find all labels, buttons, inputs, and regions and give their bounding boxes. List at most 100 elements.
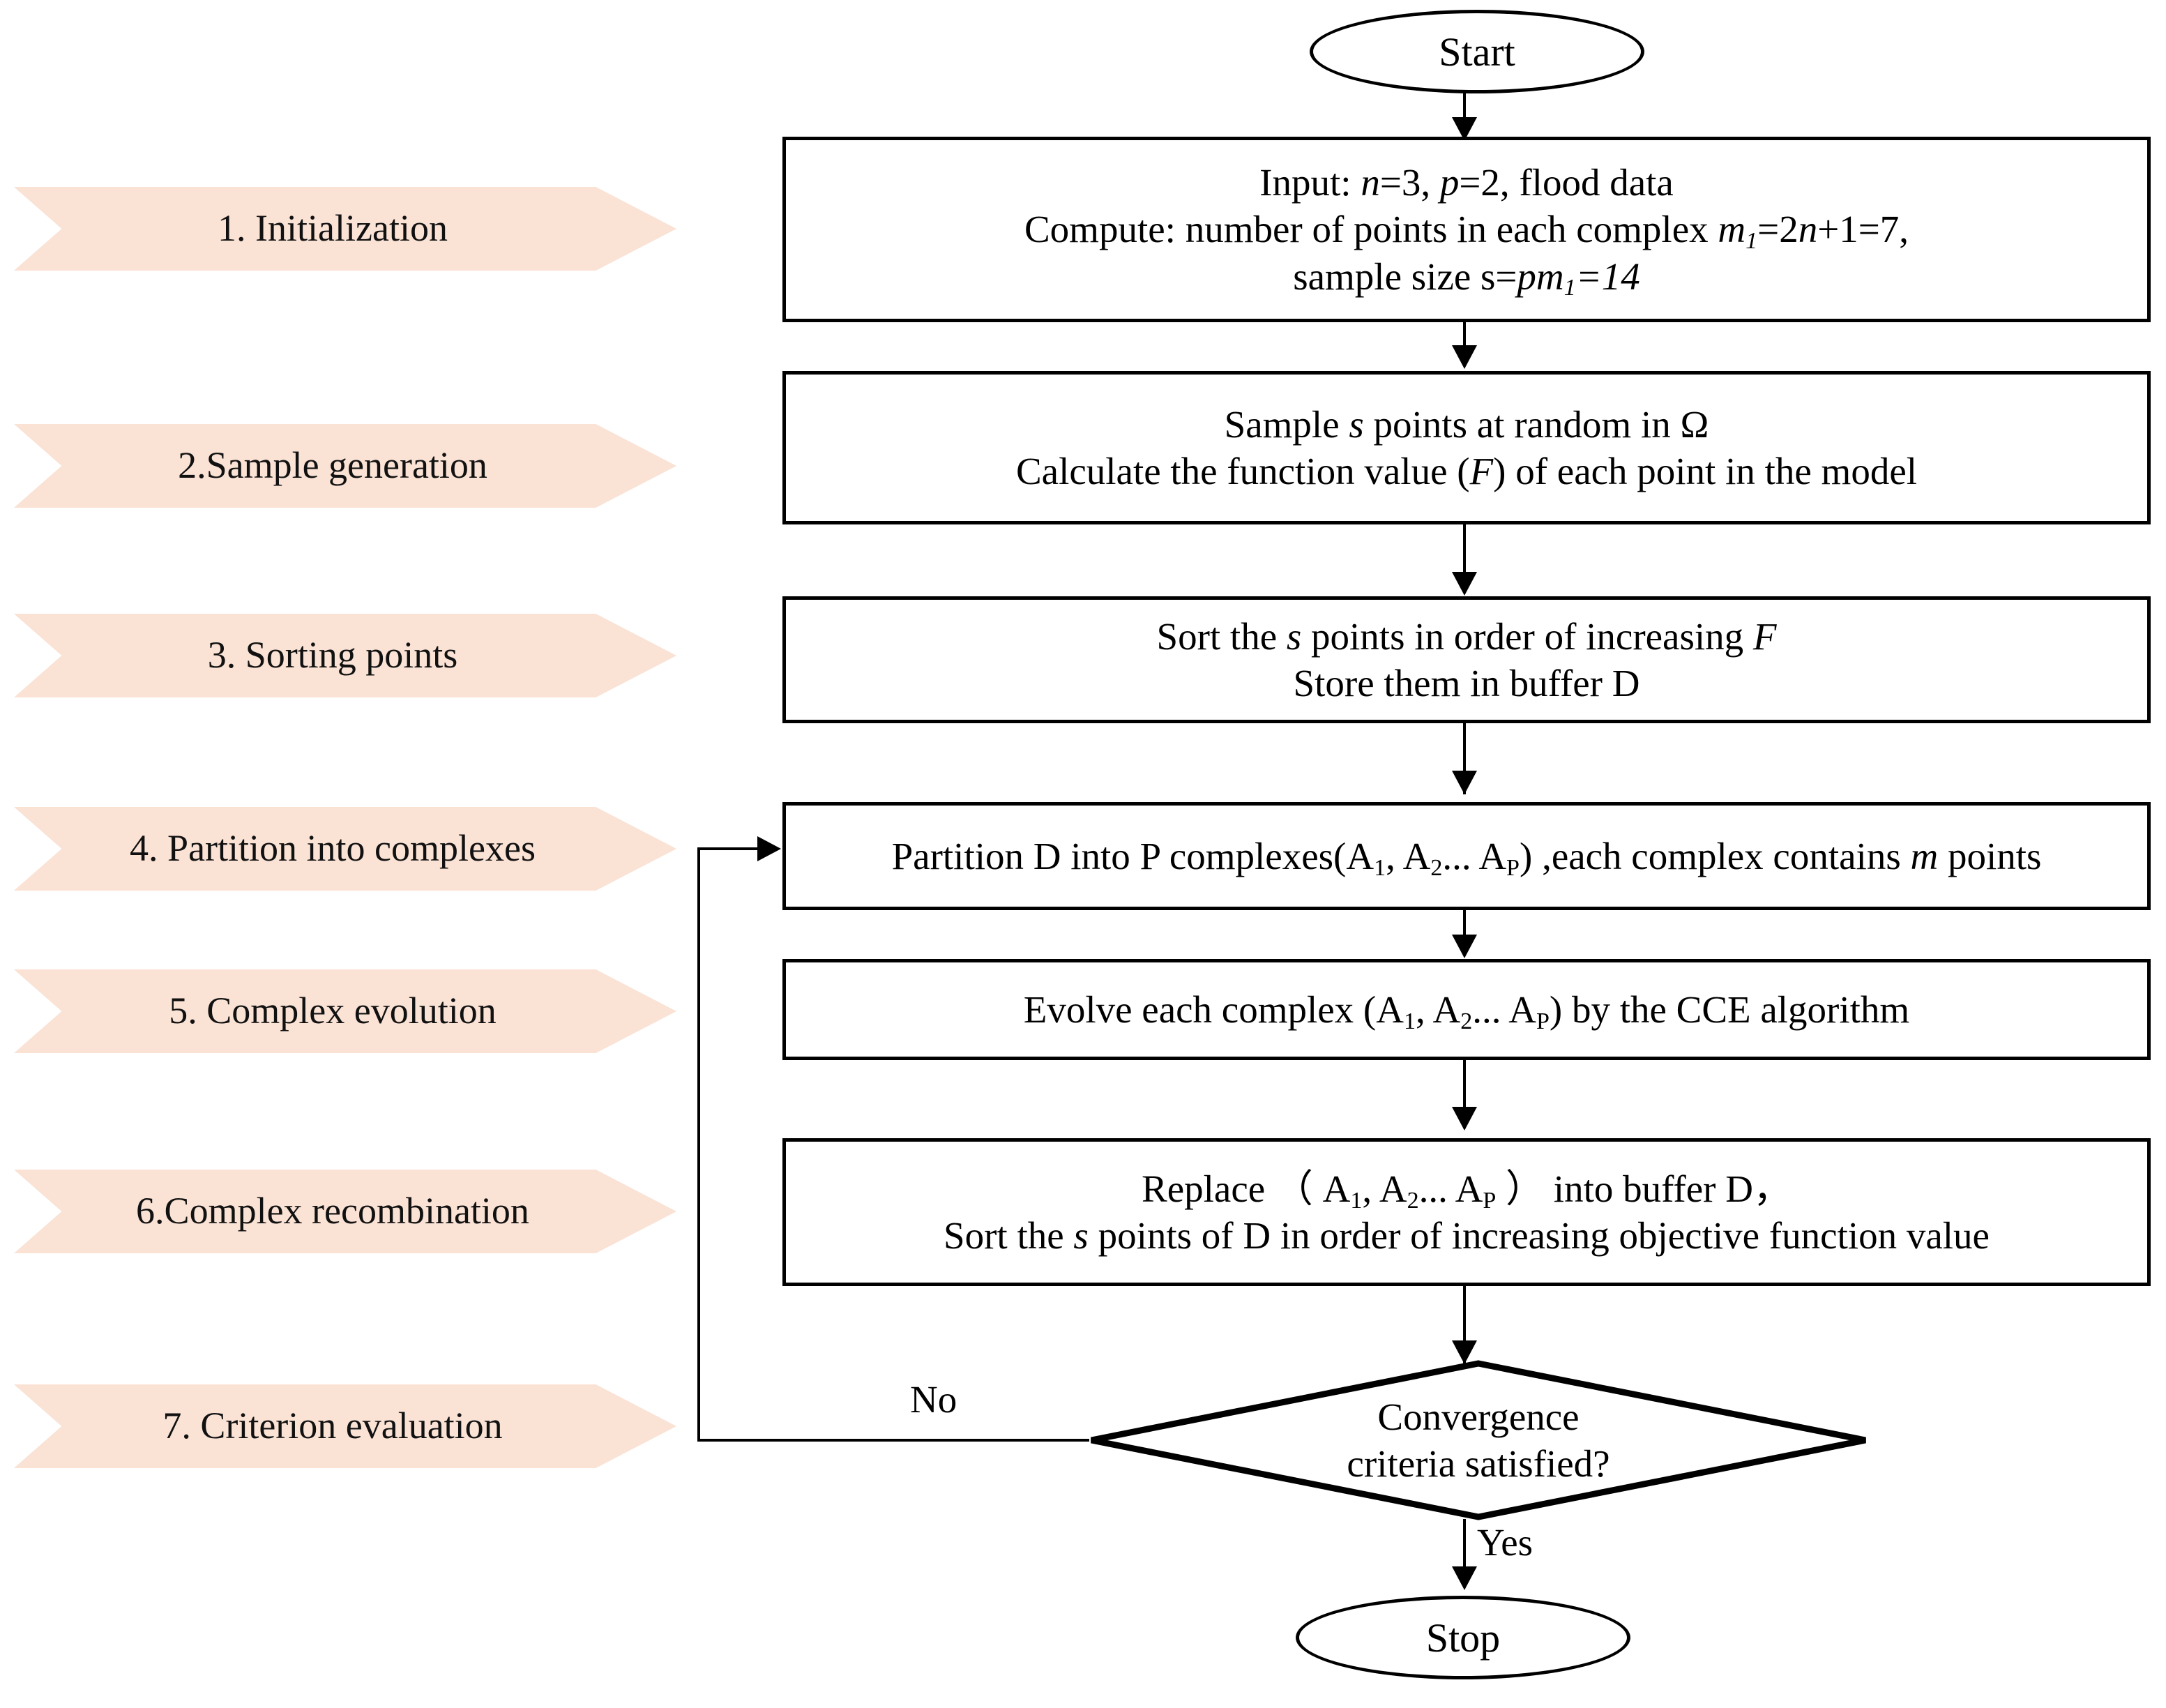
evolution-sub-3: P bbox=[1536, 1008, 1550, 1034]
recombination-mid-1: , A bbox=[1362, 1167, 1407, 1210]
connector-init-to-sample-arrowhead bbox=[1452, 345, 1477, 369]
stop-node-label: Stop bbox=[1425, 1615, 1501, 1661]
partition-var-m: m bbox=[1910, 834, 1939, 877]
evolution-pre: Evolve each complex (A bbox=[1023, 988, 1404, 1031]
init-line-2-pre: Compute: number of points in each comple… bbox=[1024, 208, 1718, 251]
sample-line-2-pre: Calculate the function value ( bbox=[1015, 450, 1470, 492]
connector-start-to-init bbox=[1463, 92, 1466, 135]
init-line-1: Input: n=3, p=2, flood data bbox=[1259, 159, 1674, 206]
init-var-n: n bbox=[1361, 161, 1380, 204]
recombination-mid-2: ... A bbox=[1418, 1167, 1483, 1210]
connector-partition-to-evolution bbox=[1463, 910, 1466, 953]
feedback-loop-vertical bbox=[697, 847, 700, 1442]
connector-partition-to-evolution-arrowhead bbox=[1452, 935, 1477, 958]
init-line-3-pre: sample size s= bbox=[1293, 255, 1517, 298]
sample-line-1: Sample s points at random in Ω bbox=[1225, 401, 1709, 448]
init-var-p: p bbox=[1439, 161, 1460, 204]
sort-line-1-mid: points in order of increasing bbox=[1301, 614, 1753, 658]
connector-evolution-to-recombination-arrowhead bbox=[1452, 1107, 1477, 1131]
init-line-2-mid: =2 bbox=[1757, 208, 1798, 251]
evolution-post: ) by the CCE algorithm bbox=[1549, 988, 1910, 1031]
init-line-1-post: =2, flood data bbox=[1459, 161, 1674, 204]
partition-mid-2: ... A bbox=[1442, 834, 1507, 877]
evolution-mid-2: ... A bbox=[1472, 988, 1536, 1031]
init-var-n2: n bbox=[1798, 208, 1818, 251]
sort-line-1: Sort the s points in order of increasing… bbox=[1156, 613, 1776, 660]
connector-recombination-to-decision-arrowhead bbox=[1452, 1340, 1477, 1364]
init-line-3-post: =14 bbox=[1575, 255, 1640, 298]
connector-sample-to-sort-arrowhead bbox=[1452, 572, 1477, 596]
process-initialization[interactable]: Input: n=3, p=2, flood data Compute: num… bbox=[782, 137, 2151, 322]
connector-decision-to-stop bbox=[1463, 1519, 1466, 1587]
decision-line-2: criteria satisfied? bbox=[1347, 1442, 1610, 1485]
partition-sub-2: 2 bbox=[1430, 854, 1443, 881]
recombination-sub-1: 1 bbox=[1350, 1187, 1363, 1214]
init-line-1-mid: =3, bbox=[1379, 161, 1440, 204]
stage-banner-2[interactable]: 2.Sample generation bbox=[14, 424, 676, 508]
sort-var-F: F bbox=[1752, 614, 1777, 658]
recombination-line-1: Replace （ A1, A2... AP ） into buffer D， bbox=[1142, 1165, 1792, 1214]
connector-evolution-to-recombination bbox=[1463, 1060, 1466, 1128]
process-complex-evolution[interactable]: Evolve each complex (A1, A2... AP) by th… bbox=[782, 959, 2151, 1060]
connector-recombination-to-decision bbox=[1463, 1286, 1466, 1364]
connector-sample-to-sort bbox=[1463, 524, 1466, 572]
init-var-pm: pm bbox=[1517, 255, 1564, 298]
stage-banner-5[interactable]: 5. Complex evolution bbox=[14, 969, 676, 1053]
sort-line-2: Store them in buffer D bbox=[1293, 662, 1640, 704]
connector-decision-to-stop-arrowhead bbox=[1452, 1566, 1477, 1590]
feedback-loop-horizontal-bottom bbox=[697, 1439, 1089, 1442]
init-line-2-post: +1=7, bbox=[1817, 208, 1909, 251]
partition-mid-3: ) ,each complex contains bbox=[1520, 834, 1911, 877]
stage-banner-7[interactable]: 7. Criterion evaluation bbox=[14, 1384, 676, 1468]
init-var-pm-sub: 1 bbox=[1563, 275, 1576, 301]
recombination-line-2-post: points of D in order of increasing objec… bbox=[1088, 1214, 1990, 1257]
stage-banner-2-label: 2.Sample generation bbox=[178, 444, 487, 487]
decision-diamond-shape bbox=[1091, 1360, 1866, 1520]
stage-banner-3-label: 3. Sorting points bbox=[207, 634, 458, 677]
recombination-sub-2: 2 bbox=[1407, 1187, 1419, 1214]
stop-node[interactable]: Stop bbox=[1296, 1596, 1630, 1679]
stage-banner-7-label: 7. Criterion evaluation bbox=[162, 1405, 503, 1447]
recombination-post: ） into buffer D， bbox=[1496, 1167, 1792, 1210]
feedback-loop-arrowhead bbox=[757, 836, 781, 861]
recombination-line-2: Sort the s points of D in order of incre… bbox=[944, 1212, 1990, 1259]
init-line-3: sample size s=pm1=14 bbox=[1293, 253, 1640, 301]
init-var-m: m bbox=[1718, 208, 1746, 251]
sample-line-2: Calculate the function value (F) of each… bbox=[1016, 448, 1917, 494]
stage-banner-3[interactable]: 3. Sorting points bbox=[14, 614, 676, 697]
sample-line-1-pre: Sample bbox=[1224, 402, 1349, 446]
process-partition[interactable]: Partition D into P complexes(A1, A2... A… bbox=[782, 802, 2151, 910]
stage-banner-4-label: 4. Partition into complexes bbox=[130, 827, 536, 870]
sort-line-1-pre: Sort the bbox=[1156, 614, 1287, 658]
sort-var-s: s bbox=[1286, 614, 1302, 658]
partition-post: points bbox=[1938, 834, 2042, 877]
partition-mid-1: , A bbox=[1386, 834, 1431, 877]
evolution-mid-1: , A bbox=[1416, 988, 1461, 1031]
decision-line-1: Convergence bbox=[1377, 1395, 1580, 1438]
process-sorting-points[interactable]: Sort the s points in order of increasing… bbox=[782, 596, 2151, 723]
recombination-sub-3: P bbox=[1483, 1187, 1497, 1214]
recombination-line-2-pre: Sort the bbox=[944, 1214, 1074, 1257]
decision-convergence[interactable]: Convergence criteria satisfied? bbox=[1088, 1360, 1869, 1520]
recombination-var-s: s bbox=[1073, 1214, 1089, 1257]
connector-sort-to-partition-arrowhead bbox=[1452, 771, 1477, 794]
sample-var-s: s bbox=[1349, 402, 1364, 446]
init-line-2: Compute: number of points in each comple… bbox=[1024, 206, 1909, 255]
evolution-sub-1: 1 bbox=[1403, 1008, 1416, 1034]
stage-banner-1[interactable]: 1. Initialization bbox=[14, 187, 676, 271]
stage-banner-4[interactable]: 4. Partition into complexes bbox=[14, 807, 676, 891]
start-node[interactable]: Start bbox=[1310, 10, 1644, 93]
init-var-m-sub: 1 bbox=[1745, 228, 1758, 255]
evolution-line-1: Evolve each complex (A1, A2... AP) by th… bbox=[1023, 986, 1910, 1034]
start-node-label: Start bbox=[1439, 29, 1515, 75]
edge-label-yes: Yes bbox=[1477, 1521, 1533, 1564]
partition-pre: Partition D into P complexes(A bbox=[891, 834, 1374, 877]
recombination-pre: Replace （ A bbox=[1142, 1167, 1351, 1210]
init-line-1-pre: Input: bbox=[1259, 161, 1361, 204]
stage-banner-6-label: 6.Complex recombination bbox=[136, 1190, 529, 1232]
process-sample-generation[interactable]: Sample s points at random in Ω Calculate… bbox=[782, 371, 2151, 524]
stage-banner-1-label: 1. Initialization bbox=[218, 207, 448, 250]
stage-banner-6[interactable]: 6.Complex recombination bbox=[14, 1170, 676, 1253]
process-complex-recombination[interactable]: Replace （ A1, A2... AP ） into buffer D， … bbox=[782, 1138, 2151, 1286]
